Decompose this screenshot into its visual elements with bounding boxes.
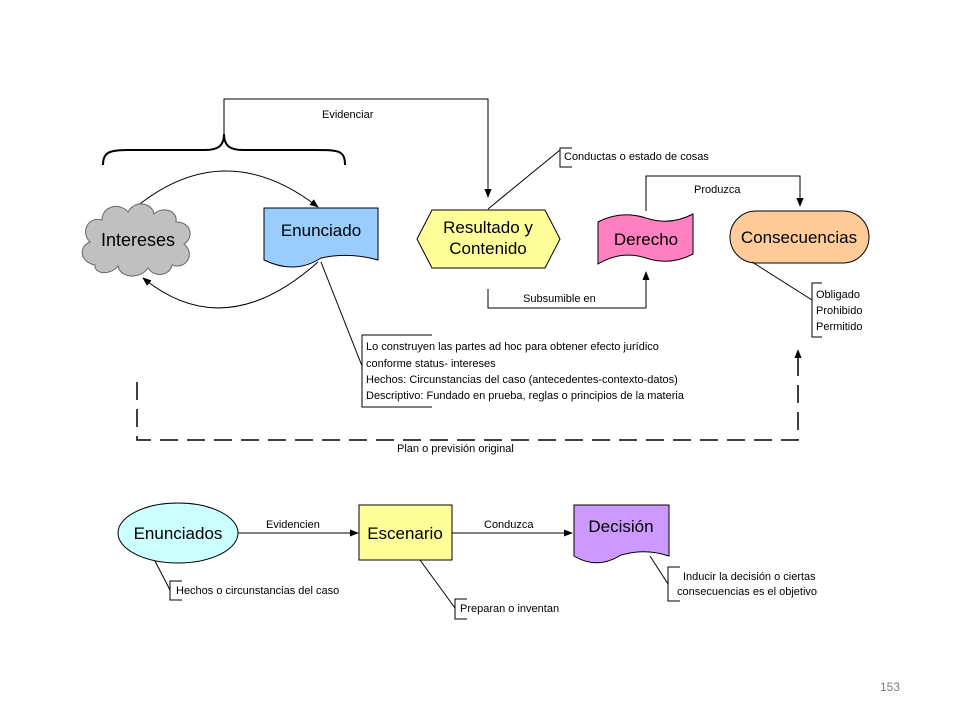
edge-label-conduzca: Conduzca <box>484 519 534 531</box>
callout-enunciado-leader <box>320 261 363 367</box>
callout-decision-leader <box>649 555 669 585</box>
node-escenario-label: Escenario <box>367 524 443 543</box>
note-hechos: Hechos o circunstancias del caso <box>176 585 339 597</box>
edge-subsumible-line <box>487 271 650 309</box>
edge-intereses-to-enunciado <box>135 170 319 208</box>
edge-plan-dashed <box>136 349 802 441</box>
callout-preparan-bracket <box>454 598 467 620</box>
edge-label-evidencien: Evidencien <box>266 519 320 531</box>
edge-evidenciar-line <box>223 98 492 198</box>
node-intereses: Intereses <box>81 203 191 277</box>
callout-consecuencias-leader <box>751 261 813 301</box>
node-enunciados: Enunciados <box>117 502 239 564</box>
curly-brace <box>102 133 346 166</box>
callout-hechos-leader <box>154 560 171 591</box>
edge-produzca-line <box>645 175 804 211</box>
node-decision: Decisión <box>573 504 670 564</box>
callout-enunciado-bracket <box>361 334 432 408</box>
node-enunciado: Enunciado <box>263 207 379 268</box>
edge-label-evidenciar: Evidenciar <box>322 109 374 121</box>
callout-conductas-bracket <box>559 147 572 168</box>
note-permitido: Permitido <box>816 321 862 333</box>
edge-enunciado-to-intereses <box>142 261 319 309</box>
edge-label-plan: Plan o previsión original <box>397 443 514 455</box>
node-decision-label: Decisión <box>588 517 653 536</box>
callout-consecuencias-bracket <box>811 282 822 338</box>
node-enunciado-label: Enunciado <box>281 221 361 240</box>
note-preparan: Preparan o inventan <box>460 603 559 615</box>
node-resultado-label-1: Resultado y <box>443 218 533 237</box>
page-number: 153 <box>880 680 900 694</box>
node-derecho: Derecho <box>597 213 694 265</box>
note-decision-line-1: Inducir la decisión o ciertas <box>683 571 816 583</box>
note-decision-line-2: consecuencias es el objetivo <box>677 586 817 598</box>
node-consecuencias: Consecuencias <box>729 210 870 264</box>
note-prohibido: Prohibido <box>816 305 862 317</box>
edge-label-produzca: Produzca <box>694 184 741 196</box>
node-consecuencias-label: Consecuencias <box>741 228 857 247</box>
note-enunciado-line-4: Descriptivo: Fundado en prueba, reglas o… <box>366 390 685 402</box>
callout-conductas-leader <box>487 149 561 210</box>
note-enunciado-line-1: Lo construyen las partes ad hoc para obt… <box>366 341 659 353</box>
callout-decision-bracket <box>667 566 680 602</box>
callout-hechos-bracket <box>169 580 182 601</box>
callout-preparan-leader <box>419 559 456 609</box>
node-escenario: Escenario <box>358 504 453 561</box>
note-enunciado-line-3: Hechos: Circunstancias del caso (anteced… <box>366 374 678 386</box>
node-enunciados-label: Enunciados <box>134 524 223 543</box>
node-resultado-label-2: Contenido <box>449 239 527 258</box>
note-enunciado-line-2: conforme status- intereses <box>366 358 496 370</box>
node-derecho-label: Derecho <box>614 230 678 249</box>
edge-label-subsumible: Subsumible en <box>523 293 596 305</box>
node-resultado-contenido: Resultado y Contenido <box>416 209 561 269</box>
note-conductas: Conductas o estado de cosas <box>564 151 709 163</box>
note-obligado: Obligado <box>816 289 860 301</box>
node-intereses-label: Intereses <box>101 230 175 250</box>
